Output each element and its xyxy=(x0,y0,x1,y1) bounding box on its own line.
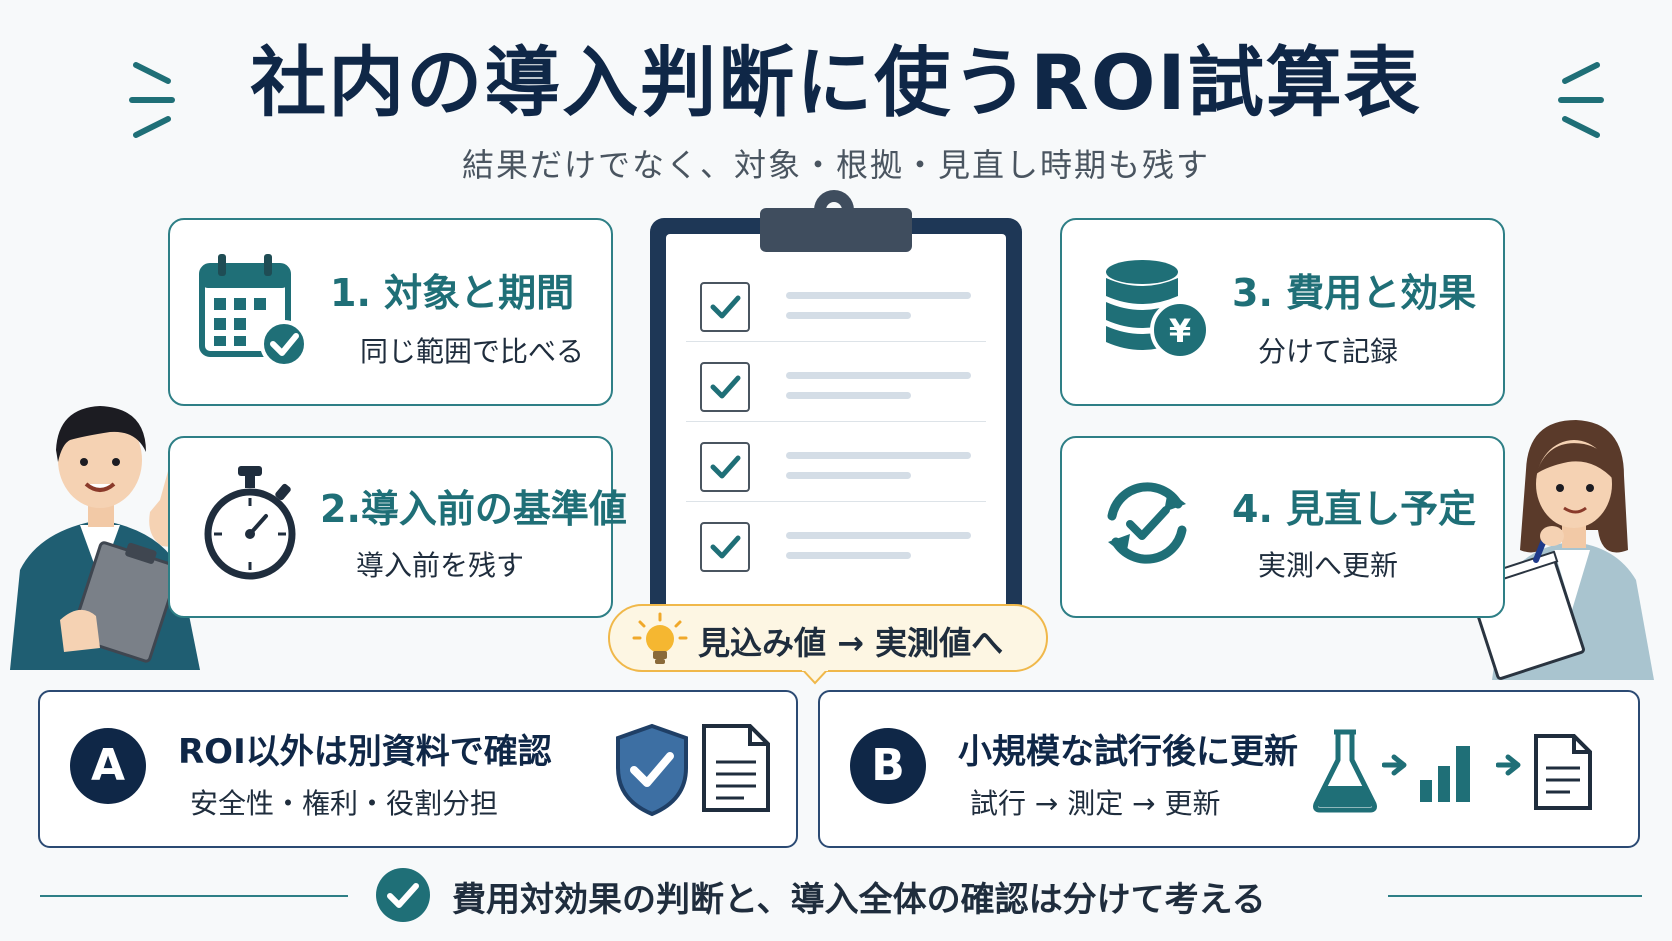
card-2-subtitle: 導入前を残す xyxy=(356,549,525,582)
checklist-row xyxy=(686,510,986,582)
row-divider xyxy=(686,501,986,502)
lightbulb-icon xyxy=(632,612,688,664)
text-line-placeholder xyxy=(786,472,911,479)
card-4-subtitle: 実測へ更新 xyxy=(1258,549,1399,582)
text-line-placeholder xyxy=(786,452,971,459)
note-b-subtitle: 試行 → 測定 → 更新 xyxy=(970,787,1221,820)
note-a-title: ROI以外は別資料で確認 xyxy=(178,732,552,772)
burst-right-icon xyxy=(1558,62,1604,138)
clipboard-clip xyxy=(760,208,912,252)
man-with-clipboard-illustration xyxy=(10,406,200,670)
card-cost-effect: ¥ 3. 費用と効果 分けて記録 xyxy=(1060,218,1505,406)
text-line-placeholder xyxy=(786,292,971,299)
badge-b: B xyxy=(850,728,926,804)
row-divider xyxy=(686,341,986,342)
checkbox xyxy=(700,282,750,332)
card-1-subtitle: 同じ範囲で比べる xyxy=(360,335,585,368)
document-icon xyxy=(1534,734,1592,810)
note-a-subtitle: 安全性・権利・役割分担 xyxy=(190,787,499,820)
text-line-placeholder xyxy=(786,552,911,559)
tip-label: 見込み値 → 実測値へ xyxy=(698,624,1004,662)
checklist-row xyxy=(686,430,986,502)
check-icon xyxy=(710,375,741,399)
card-2-title: 2.導入前の基準値 xyxy=(320,487,627,531)
checklist-row xyxy=(686,270,986,342)
stopwatch-icon xyxy=(204,466,296,580)
card-review-schedule: 4. 見直し予定 実測へ更新 xyxy=(1060,436,1505,618)
page-title: 社内の導入判断に使うROI試算表 xyxy=(250,38,1422,127)
card-1-title: 1. 対象と期間 xyxy=(330,271,575,315)
burst-left-icon xyxy=(129,62,175,138)
check-circle-icon xyxy=(376,868,430,922)
badge-a: A xyxy=(70,728,146,804)
bar-chart-icon xyxy=(1420,746,1470,802)
checkbox xyxy=(700,362,750,412)
check-icon xyxy=(710,535,741,559)
woman-with-notepad-illustration xyxy=(1472,420,1654,680)
arrow-right-icon xyxy=(1496,754,1521,776)
card-target-period: 1. 対象と期間 同じ範囲で比べる xyxy=(168,218,613,406)
tip-pill: 見込み値 → 実測値へ xyxy=(608,604,1048,672)
footer-divider-left xyxy=(40,895,348,897)
flask-icon xyxy=(1313,729,1377,813)
calendar-check-icon xyxy=(199,254,308,368)
tip-pointer xyxy=(802,669,828,685)
page-subtitle: 結果だけでなく、対象・根拠・見直し時期も残す xyxy=(461,146,1210,184)
svg-text:¥: ¥ xyxy=(1169,312,1191,350)
arrow-right-icon xyxy=(1382,754,1407,776)
checklist-row xyxy=(686,350,986,422)
text-line-placeholder xyxy=(786,372,971,379)
check-icon xyxy=(710,455,741,479)
card-baseline: 2.導入前の基準値 導入前を残す xyxy=(168,436,627,618)
check-icon xyxy=(710,295,741,319)
row-divider xyxy=(686,421,986,422)
refresh-check-icon xyxy=(1107,482,1187,564)
card-3-title: 3. 費用と効果 xyxy=(1232,271,1477,315)
card-3-subtitle: 分けて記録 xyxy=(1258,335,1399,368)
note-card-a: A ROI以外は別資料で確認 安全性・権利・役割分担 xyxy=(38,690,798,848)
coins-yen-icon: ¥ xyxy=(1106,260,1210,360)
document-icon xyxy=(702,724,770,812)
card-4-title: 4. 見直し予定 xyxy=(1232,487,1477,531)
text-line-placeholder xyxy=(786,392,911,399)
footer-message: 費用対効果の判断と、導入全体の確認は分けて考える xyxy=(452,880,1266,920)
text-line-placeholder xyxy=(786,532,971,539)
note-b-title: 小規模な試行後に更新 xyxy=(958,732,1298,772)
footer-divider-right xyxy=(1388,895,1642,897)
shield-check-icon xyxy=(616,723,688,817)
text-line-placeholder xyxy=(786,312,911,319)
checkbox xyxy=(700,442,750,492)
note-card-b: B 小規模な試行後に更新 試行 → 測定 → 更新 xyxy=(818,690,1640,848)
checkbox xyxy=(700,522,750,572)
